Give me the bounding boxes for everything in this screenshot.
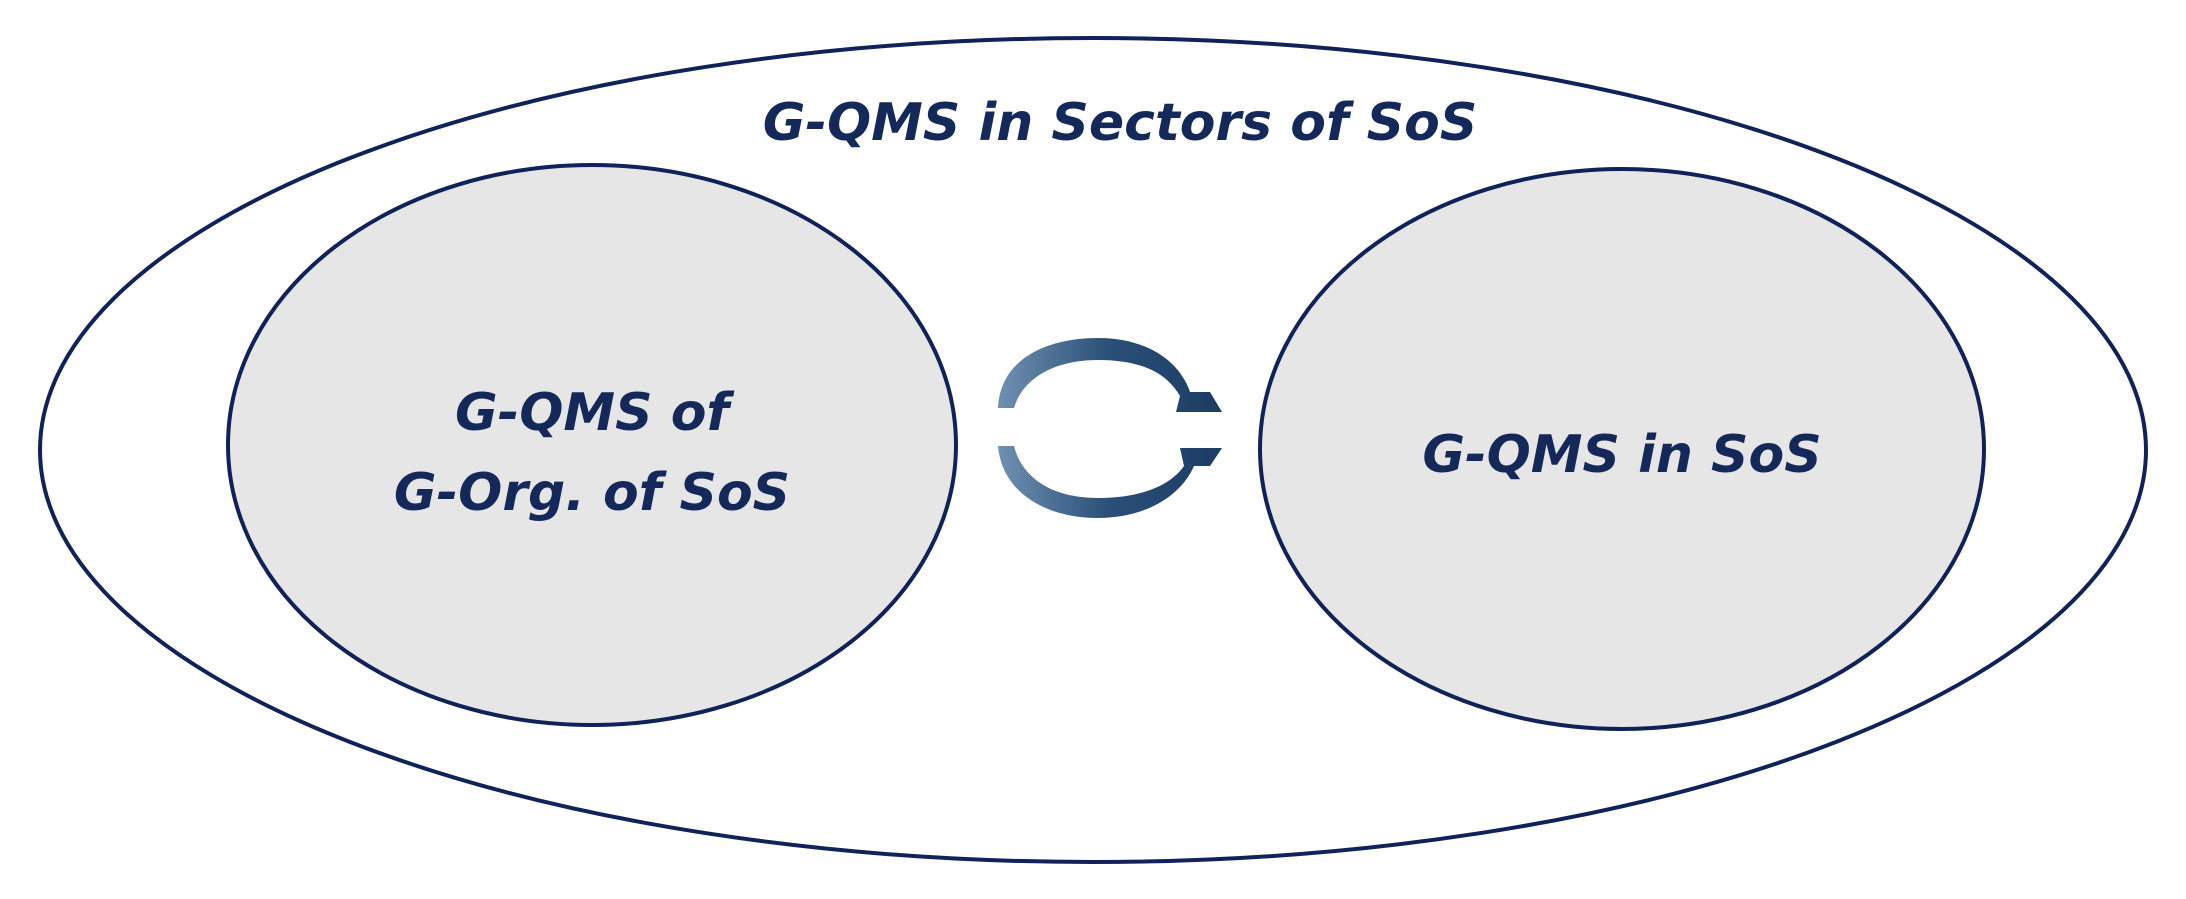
outer-title: G-QMS in Sectors of SoS <box>763 93 1478 153</box>
left-label-line1: G-QMS of <box>455 383 735 443</box>
left-label-line2: G-Org. of SoS <box>394 463 790 523</box>
cycle-arrows-icon <box>998 338 1222 518</box>
cycle-arrow-bottom <box>998 446 1222 518</box>
right-ellipse <box>1258 167 1986 731</box>
right-label: G-QMS in SoS <box>1422 425 1821 485</box>
left-ellipse <box>226 163 958 727</box>
cycle-arrow-top <box>998 338 1222 412</box>
